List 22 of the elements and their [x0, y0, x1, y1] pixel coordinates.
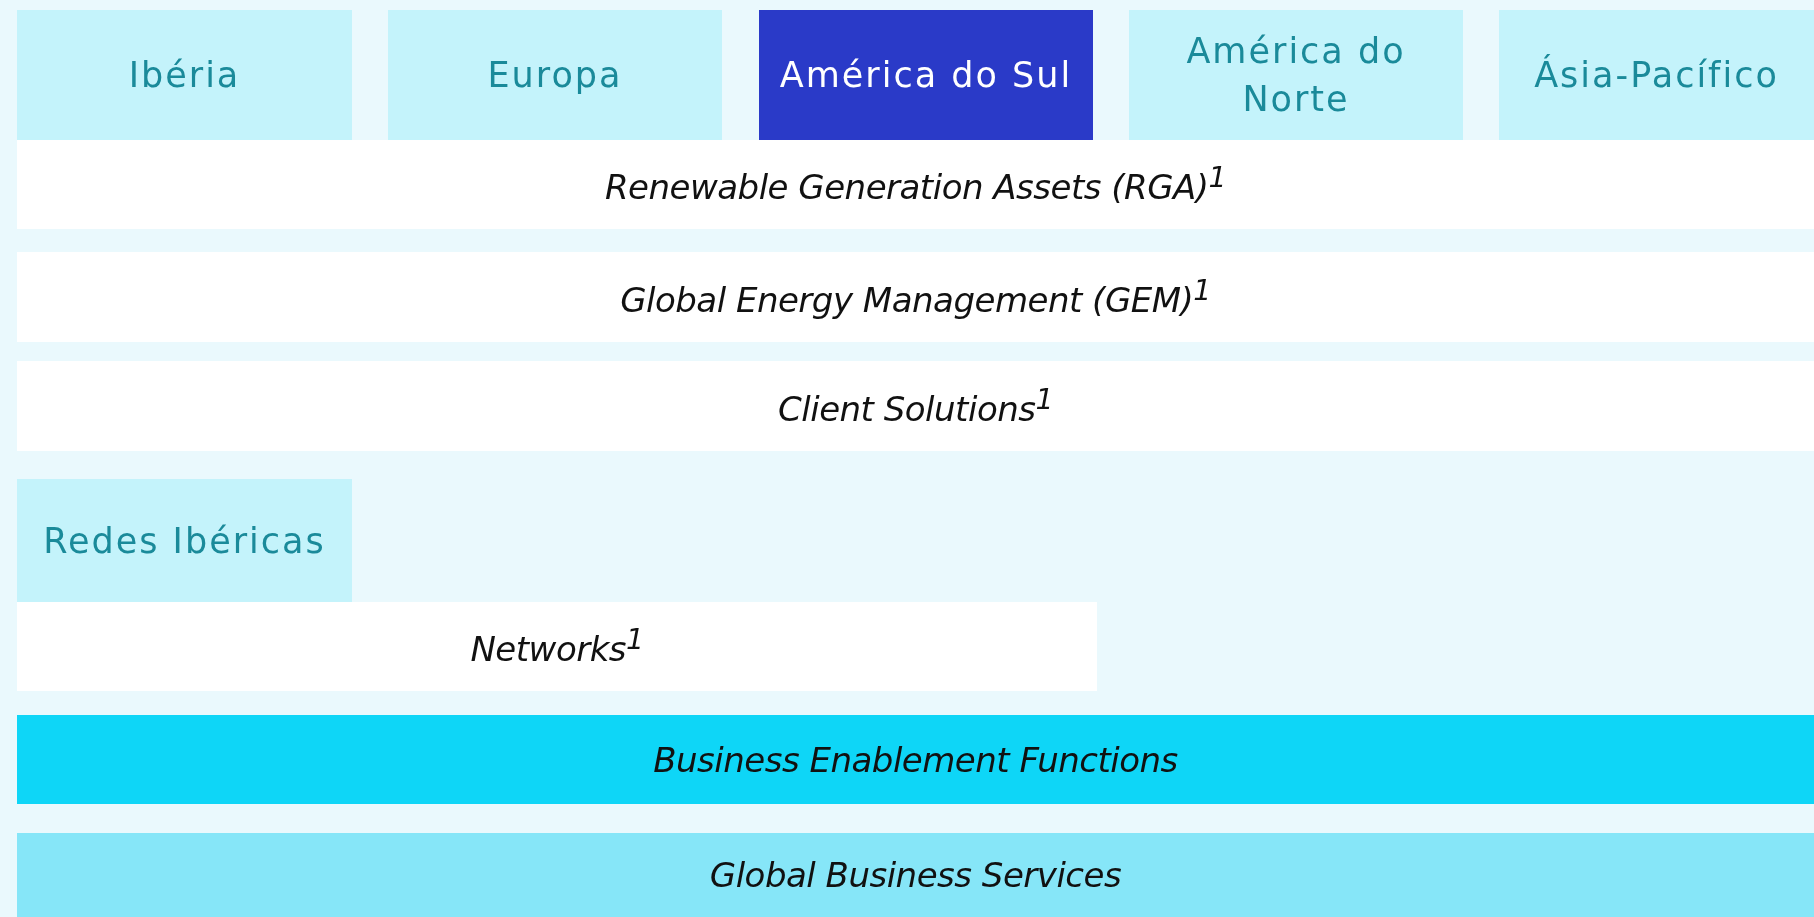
band-title: Networks$^{1}$: [470, 623, 644, 670]
region-heading: América do Sul: [778, 54, 1074, 97]
region-column: [759, 10, 1093, 140]
band-title: Renewable Generation Assets (RGA)$^{1}$: [604, 161, 1227, 208]
region-heading: América do Norte: [1185, 30, 1407, 121]
business-band: [17, 602, 1097, 691]
region-heading: Ásia-Pacífico: [1533, 53, 1780, 97]
business-band: [17, 833, 1814, 917]
region-column: [17, 10, 352, 140]
band-title: Client Solutions$^{1}$: [778, 382, 1053, 430]
business-band: [17, 140, 1814, 229]
region-column: [1499, 10, 1814, 140]
region-column: [1129, 10, 1463, 140]
band-title: Global Business Services: [709, 855, 1122, 895]
band-title: Business Enablement Functions: [653, 739, 1178, 780]
band-title: Global Energy Management (GEM)$^{1}$: [620, 273, 1211, 321]
region-column: [388, 10, 722, 140]
segment-panel: [17, 479, 352, 602]
business-band: [17, 715, 1814, 804]
region-heading: Redes Ibéricas: [42, 519, 327, 563]
region-heading: Europa: [486, 54, 624, 97]
region-heading: Ibéria: [127, 54, 242, 97]
